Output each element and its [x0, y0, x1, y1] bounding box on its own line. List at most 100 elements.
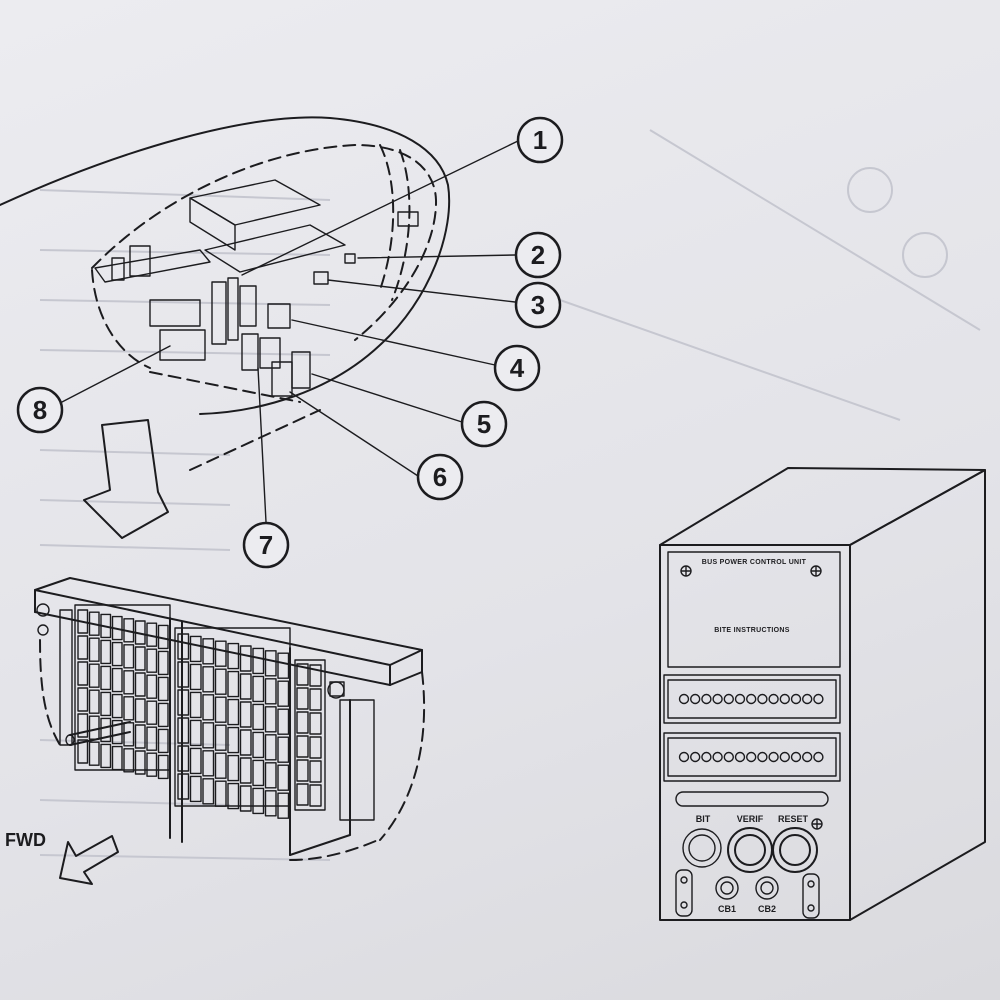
rack-cell [100, 665, 112, 691]
indicator-lamp [813, 751, 824, 763]
rack-cell [134, 672, 146, 697]
rack-cell [157, 676, 169, 702]
rack-cell [177, 689, 190, 716]
rack-cell [100, 691, 112, 717]
rack-cell [123, 670, 135, 695]
rack-cell [277, 764, 290, 791]
rack-cell [252, 731, 265, 759]
unit-title-label: BUS POWER CONTROL UNIT [702, 559, 807, 566]
indicator-lamp [779, 693, 790, 705]
indicator-lamp [757, 693, 768, 705]
rack-cell [309, 712, 322, 735]
indicator-lamp [802, 751, 813, 763]
rack-cell [189, 635, 202, 663]
rack-cell [77, 739, 89, 764]
rack-cell [309, 736, 322, 759]
rack-cell [277, 736, 290, 763]
rack-cell [264, 650, 277, 677]
mounting-handle-right [802, 873, 820, 919]
rack-cell [189, 719, 202, 747]
rack-cell [77, 635, 89, 660]
reset-button[interactable] [772, 827, 818, 873]
rack-cell [296, 687, 309, 710]
rack-cell [123, 696, 135, 721]
indicator-lamp [768, 693, 779, 705]
verif-label: VERIF [737, 814, 764, 824]
rack-cell [100, 639, 112, 665]
svg-text:6: 6 [433, 462, 447, 492]
rack-cell [100, 743, 112, 769]
rack-cell [296, 759, 309, 782]
panel-screw-icon [811, 818, 823, 830]
verif-button[interactable] [727, 827, 773, 873]
rack-cell [296, 663, 309, 686]
rack-cell [239, 757, 252, 784]
indicator-lamp [790, 693, 802, 705]
svg-text:1: 1 [533, 125, 547, 155]
rack-cell [296, 711, 309, 734]
indicator-panel-upper [663, 674, 841, 724]
indicator-lamp [678, 751, 690, 763]
rack-cell [214, 640, 227, 667]
cb2-breaker[interactable] [755, 876, 779, 900]
rack-cell [264, 790, 277, 817]
indicator-lamp [690, 751, 701, 763]
rack-cell [157, 702, 169, 728]
rack-cell [239, 701, 252, 728]
rack-cell [177, 717, 190, 744]
rack-cell [111, 667, 123, 693]
rack-cell [264, 762, 277, 789]
rack-cell [252, 647, 265, 675]
rack-cell [146, 752, 158, 777]
fuselage-nose-drawing [0, 116, 451, 471]
rack-cell [214, 724, 227, 751]
rack-cell [239, 729, 252, 756]
rack-cell [88, 689, 100, 714]
cb1-label: CB1 [718, 904, 736, 914]
indicator-lamp [723, 693, 734, 705]
status-slot [675, 791, 829, 807]
bleed-through-marks [39, 129, 981, 861]
rack-cell [77, 713, 89, 738]
indicator-lamp [768, 751, 779, 763]
rack-cell [277, 708, 290, 735]
rack-cell [227, 698, 240, 726]
bit-button[interactable] [682, 828, 722, 868]
rack-cell [146, 648, 158, 673]
indicator-lamp [690, 693, 701, 705]
callout-1: 1 [516, 116, 564, 164]
rack-cell [227, 726, 240, 754]
rack-cell [100, 717, 112, 743]
rack-cell [239, 785, 252, 812]
rack-cell [123, 644, 135, 669]
rack-cell [227, 670, 240, 698]
detail-arrow-icon [83, 419, 169, 539]
rack-cell [309, 784, 322, 807]
indicator-lamp [746, 751, 757, 763]
cb1-breaker[interactable] [715, 876, 739, 900]
rack-cell [88, 715, 100, 740]
rack-cell [88, 637, 100, 662]
rack-cell [111, 745, 123, 771]
indicator-lamp [790, 751, 802, 763]
rack-cell [309, 760, 322, 783]
rack-cell [189, 747, 202, 775]
indicator-lamp [701, 751, 712, 763]
rack-cell [214, 668, 227, 695]
rack-cell [111, 719, 123, 745]
rack-cell [146, 622, 158, 647]
rack-cell [146, 674, 158, 699]
indicator-lamp [712, 693, 723, 705]
rack-cell [177, 745, 190, 772]
rack-cell [252, 675, 265, 703]
indicator-lamp [746, 693, 757, 705]
rack-cell [296, 783, 309, 806]
rack-cell [134, 620, 146, 645]
rack-cell [227, 782, 240, 810]
rack-cell [134, 750, 146, 775]
svg-text:3: 3 [531, 290, 545, 320]
rack-cell [157, 624, 169, 650]
rack-cell [202, 750, 215, 777]
reset-label: RESET [778, 814, 809, 824]
